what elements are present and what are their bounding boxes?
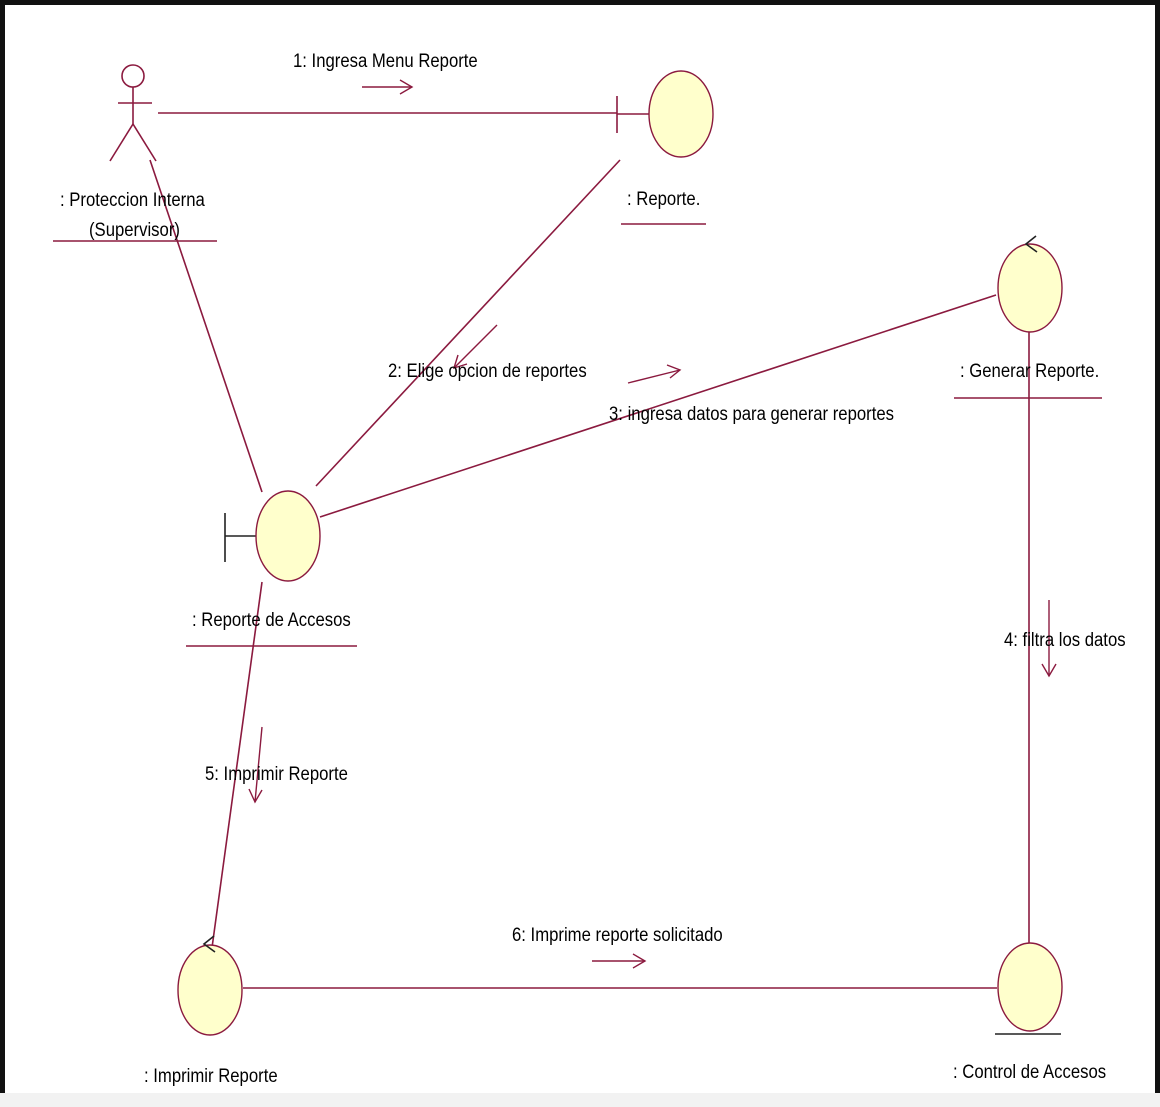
message-6-label: 6: Imprime reporte solicitado (512, 924, 723, 945)
imprimir-reporte-label: : Imprimir Reporte (144, 1065, 278, 1086)
link-reporte-accesos-generar (319, 294, 997, 518)
message-arrow-2 (452, 324, 498, 370)
link-reporte-accesos-imprimir (210, 581, 263, 956)
message-3-label: 3: ingresa datos para generar reportes (609, 403, 894, 424)
generar-reporte-label: : Generar Reporte. (960, 360, 1099, 381)
message-2-label: 2: Elige opcion de reportes (388, 360, 587, 381)
actor-label-line1: : Proteccion Interna (60, 189, 205, 210)
message-4-label: 4: filtra los datos (1004, 629, 1126, 650)
boundary-object-reporte (616, 70, 714, 158)
message-arrow-5 (248, 726, 263, 804)
message-arrow-4 (1041, 600, 1057, 678)
link-actor-reporte-accesos (149, 159, 263, 493)
bottom-strip (0, 1093, 1160, 1107)
reporte-label: : Reporte. (627, 188, 700, 209)
control-object-generar-reporte (997, 235, 1063, 333)
actor-label-line2: (Supervisor) (89, 219, 180, 240)
message-1-label: 1: Ingresa Menu Reporte (293, 50, 478, 71)
actor-icon (109, 64, 157, 162)
message-arrow-6 (592, 953, 647, 969)
boundary-object-reporte-accesos (224, 490, 321, 582)
entity-object-control-accesos (995, 942, 1063, 1035)
message-arrow-1 (362, 79, 414, 95)
control-accesos-label: : Control de Accesos (953, 1061, 1106, 1082)
reporte-accesos-label: : Reporte de Accesos (192, 609, 351, 630)
link-reporte-reporte-accesos (315, 159, 621, 487)
message-5-label: 5: Imprimir Reporte (205, 763, 348, 784)
control-object-imprimir-reporte (177, 935, 243, 1036)
message-arrow-3 (627, 364, 682, 384)
